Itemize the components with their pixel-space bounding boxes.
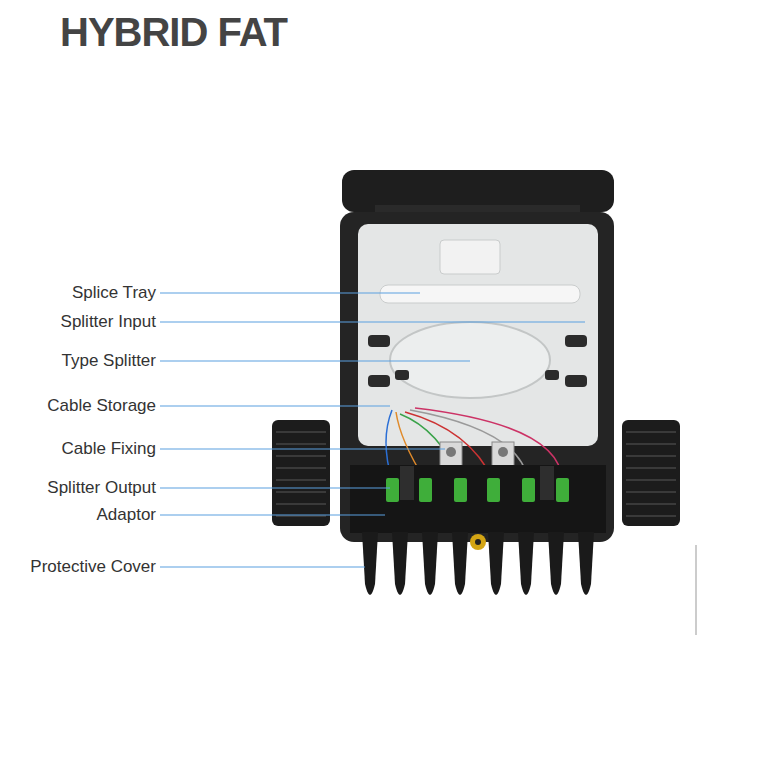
part-label: Cable Storage (47, 396, 156, 416)
title: HYBRID FAT (60, 10, 287, 55)
leader-lines (160, 293, 585, 567)
part-label: Splice Tray (72, 283, 156, 303)
part-label: Splitter Input (61, 312, 156, 332)
part-label: Cable Fixing (62, 439, 157, 459)
part-label: Protective Cover (30, 557, 156, 577)
part-label: Splitter Output (47, 478, 156, 498)
part-label: Type Splitter (62, 351, 157, 371)
part-label: Adaptor (96, 505, 156, 525)
